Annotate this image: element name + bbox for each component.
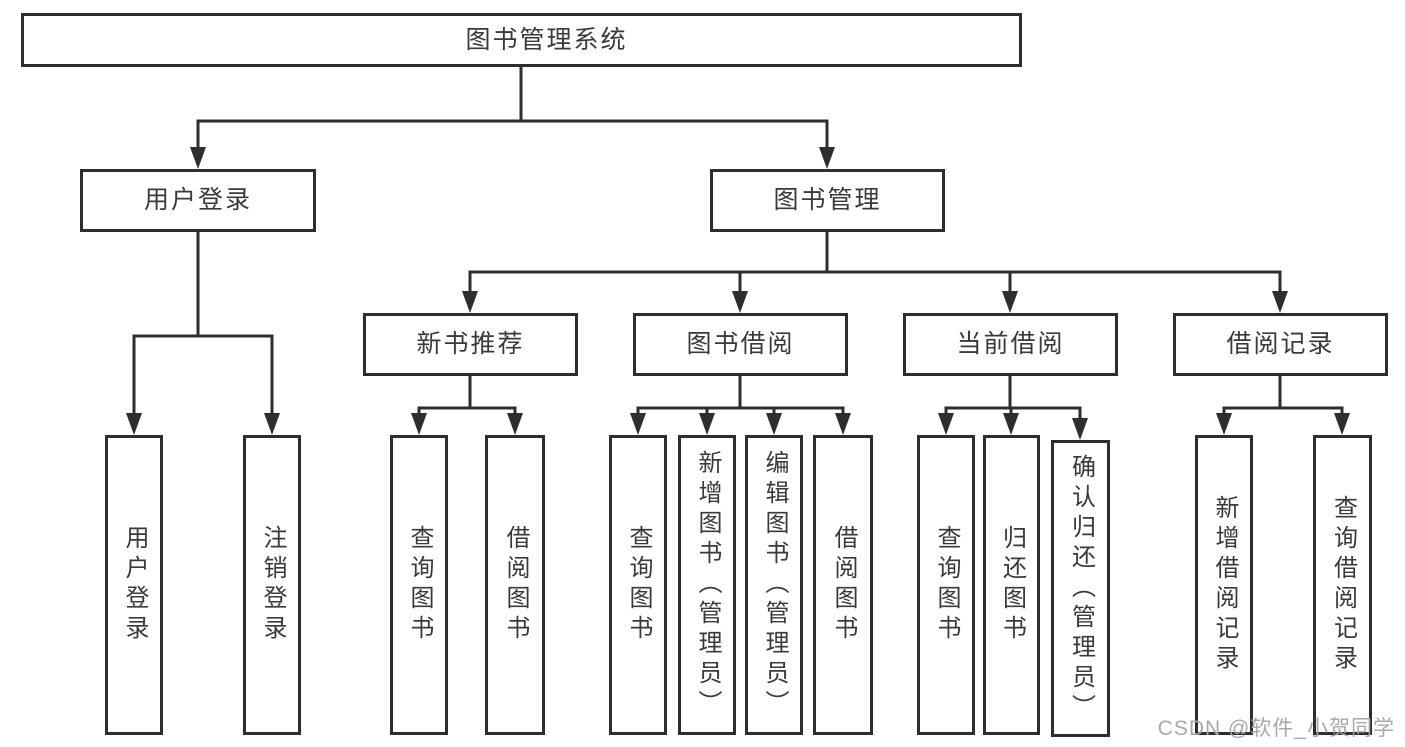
edges-new-book-recommend <box>411 374 523 435</box>
leaf-add-book-admin: 新增图书（管理员） <box>678 435 736 735</box>
edges-borrow-records <box>1216 374 1350 435</box>
csdn-watermark: CSDN @软件_小贺同学 <box>1157 717 1395 740</box>
node-user-login: 用户登录 <box>80 169 316 232</box>
edges-user-login <box>126 230 280 435</box>
leaf-confirm-return-admin: 确认归还（管理员） <box>1051 440 1110 737</box>
leaf-logout: 注销登录 <box>243 435 301 735</box>
edges-current-borrow <box>938 374 1088 440</box>
leaf-return-book: 归还图书 <box>983 435 1040 735</box>
node-borrow-records: 借阅记录 <box>1173 313 1388 376</box>
leaf-borrow-book-recommend: 借阅图书 <box>485 435 545 735</box>
leaf-query-book-current: 查询图书 <box>917 435 975 735</box>
edges-book-management <box>462 230 1288 313</box>
edges-root <box>190 65 835 169</box>
node-book-management: 图书管理 <box>710 169 945 232</box>
leaf-borrow-book: 借阅图书 <box>813 435 873 735</box>
node-root: 图书管理系统 <box>21 13 1022 67</box>
edges-book-borrow <box>630 374 851 435</box>
node-current-borrow: 当前借阅 <box>903 313 1118 376</box>
leaf-edit-book-admin: 编辑图书（管理员） <box>745 435 803 735</box>
leaf-query-book-borrow: 查询图书 <box>609 435 667 735</box>
node-book-borrow: 图书借阅 <box>633 313 848 376</box>
leaf-query-book-recommend: 查询图书 <box>390 435 448 735</box>
leaf-user-login: 用户登录 <box>105 435 163 735</box>
leaf-query-borrow-record: 查询借阅记录 <box>1313 435 1372 735</box>
leaf-add-borrow-record: 新增借阅记录 <box>1195 435 1253 735</box>
node-new-book-recommend: 新书推荐 <box>363 313 578 376</box>
